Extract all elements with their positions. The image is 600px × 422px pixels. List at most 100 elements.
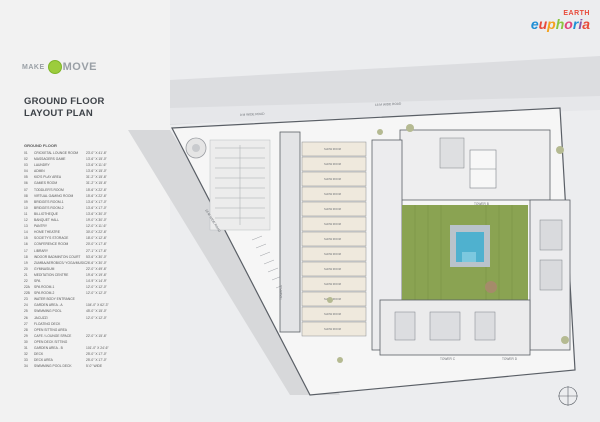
legend-row: 30 OPEN DECK SITTING [24,339,164,345]
showroom-unit [301,261,367,277]
showroom-unit [301,291,367,307]
legend-dim: 5'-0" WIDE [86,364,103,369]
legend-name: OPEN SITTING AREA [34,327,67,332]
showroom-column: SHOW ROOM SHOW ROOM SHOW ROOM SHOW ROOM SHOW… [301,141,367,337]
showroom-label: SHOW ROOM [324,282,341,286]
trees [327,124,569,363]
legend-dim: 13'-6" X 17'-0" [86,205,107,210]
showroom-label: SHOW ROOM [324,177,341,181]
legend-no: 19 [24,260,28,265]
legend-no: 24 [24,303,28,308]
legend-name: SPA ROOM-2 [34,291,55,296]
rotary-centre [192,144,200,152]
legend-no: 20 [24,266,28,271]
brand-logo: EARTH euphoria [531,10,590,31]
legend-name: ADMIN [34,169,45,174]
legend-no: 22B [24,291,30,296]
brand-main: euphoria [530,16,590,32]
showroom-label: SHOW ROOM [324,147,341,151]
legend-dim: 104'-0" X 62'-3" [86,303,109,308]
showroom-unit [301,156,367,172]
legend-name: GARDEN AREA - B [34,346,63,350]
legend-no: 03 [24,163,28,168]
legend-name: SOCIETY'S STORAGE [34,236,69,241]
legend-name: PANTRY [34,224,48,229]
legend-no: 01 [24,151,28,155]
legend-name: HOME THEATRE [34,230,60,235]
legend-no: 02 [24,157,28,162]
title-line-2: LAYOUT PLAN [24,108,93,119]
legend-name: JACUZZI [34,315,48,320]
legend-name: INDOOR BADMINTON COURT [34,254,81,259]
showroom-unit [301,186,367,202]
legend-no: 33 [24,358,28,363]
legend-no: 22A [24,285,30,290]
legend-name: BILLIOTHEQUE [34,211,59,216]
showroom-label: SHOW ROOM [324,162,341,166]
legend-dim: 20'-0" X 17'-6" [86,242,107,247]
sitting-area [485,281,497,293]
legend-dim: 31'-2" X 15'-6" [86,181,107,186]
legend-dim: 12'-0" X 12'-0" [86,315,107,320]
page-title: GROUND FLOOR LAYOUT PLAN [24,96,164,120]
legend-no: 11 [24,211,28,216]
legend-no: 08 [24,193,28,198]
legend-name: BRIDGE'S ROOM-2 [34,205,64,210]
tower-a-core [279,131,301,333]
legend-no: 29 [24,333,28,338]
legend-no: 07 [24,187,28,192]
showroom-unit [301,246,367,262]
showroom-label: SHOW ROOM [324,267,341,271]
showroom-unit [301,276,367,292]
legend-row: 24 GARDEN AREA - A 104'-0" X 62'-3" [24,302,164,308]
legend-dim: 101'-0" X 24'-6" [86,346,109,350]
legend-name: SPA [34,278,41,283]
showroom-unit [301,321,367,337]
tower-d-label: TOWER D [502,357,518,361]
road-label-top: 18 M WIDE ROAD [375,102,402,107]
legend-name: WATER BODY ENTRANCE [34,297,75,302]
legend-name: CRICKETAL LOUNGE ROOM [34,151,79,155]
showroom-unit [301,171,367,187]
showroom-label: SHOW ROOM [324,237,341,241]
legend-panel: MAKE MOVE GROUND FLOOR LAYOUT PLAN GROUN… [0,0,170,422]
logo-left-word: MAKE [22,63,45,71]
legend-dim: 13'-6" X 30'-0" [86,211,107,216]
legend-no: 27 [24,321,28,326]
legend-dim: 12'-0" X 12'-0" [86,291,107,296]
legend-name: OPEN DECK SITTING [34,339,68,344]
legend-dim: 12'-0" X 11'-6" [86,224,107,229]
showroom-unit [301,231,367,247]
legend-no: 34 [24,364,28,369]
legend-dim: 14'-9" X 14'-9" [86,278,107,283]
legend-dim: 53'-6" X 30'-0" [86,254,107,259]
legend-no: 30 [24,339,28,344]
tower-b-label: TOWER B [474,202,489,206]
jacuzzi [462,252,476,262]
showroom-label: SHOW ROOM [324,222,341,226]
legend-name: LIBRARY [34,248,49,253]
legend-name: GARDEN AREA - A [34,303,63,308]
showroom-unit [301,141,367,157]
tower-a-label: TOWER A [279,284,283,300]
legend-name: SWIMMING POOL [34,309,62,314]
legend-no: 25 [24,309,28,314]
legend-no: 18 [24,254,28,259]
legend-no: 05 [24,175,28,180]
showroom-unit [301,306,367,322]
road-label-service: 9 M WIDE ROAD [240,112,265,117]
